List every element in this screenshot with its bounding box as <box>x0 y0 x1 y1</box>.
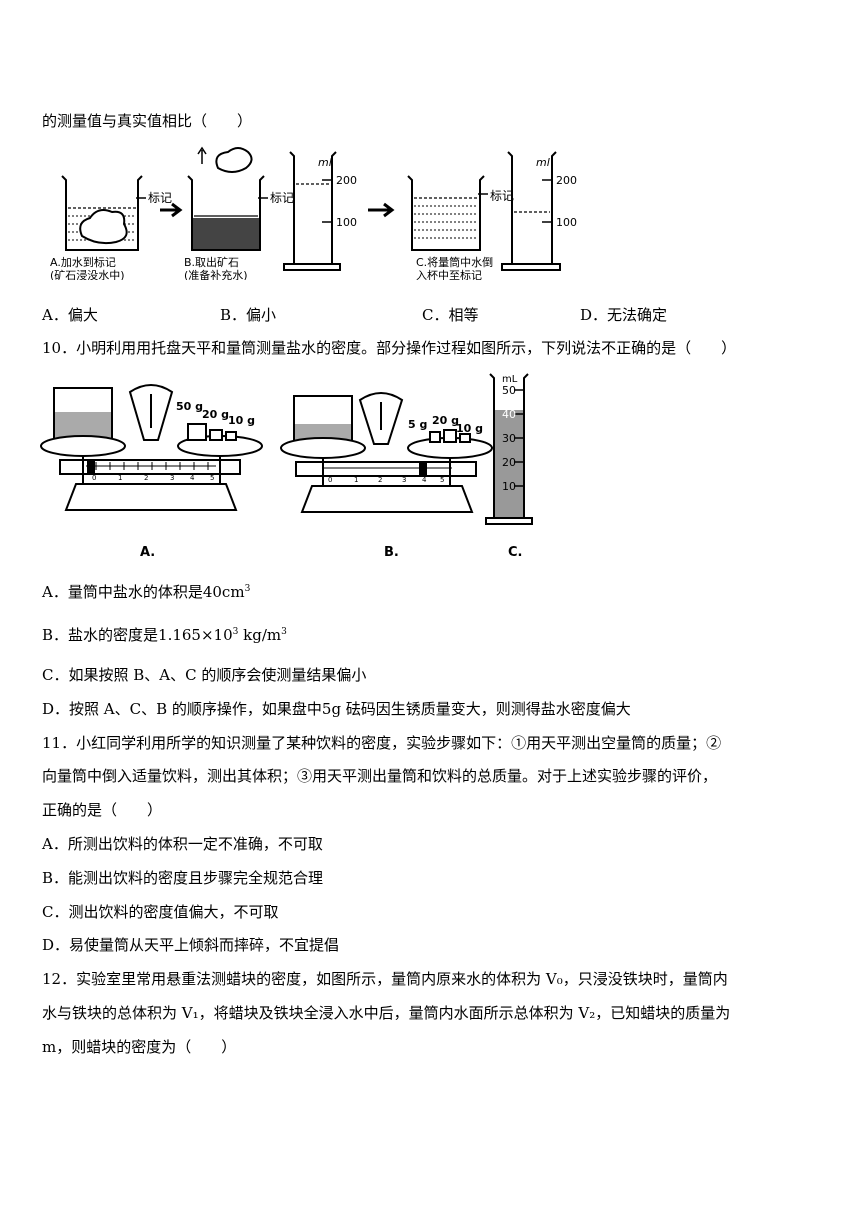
q10-option-b-unit-exp: 3 <box>281 627 287 637</box>
caption-a1: A.加水到标记 <box>50 255 116 269</box>
label-c: C. <box>508 545 522 560</box>
q10-option-b-value: 1.165×10 <box>158 626 233 644</box>
svg-text:3: 3 <box>170 474 174 482</box>
svg-text:0: 0 <box>328 476 332 484</box>
cyl2-tick-200: 200 <box>556 174 577 187</box>
a-weight-10: 10 g <box>228 414 255 427</box>
cylinder-2 <box>501 151 561 271</box>
cyl1-tick-200: 200 <box>336 174 357 187</box>
q10-option-a[interactable]: A．量筒中盐水的体积是40cm3 <box>42 581 250 602</box>
q11-stem-line1: 11．小红同学利用所学的知识测量了某种饮料的密度，实验步骤如下：①用天平测出空量… <box>42 734 722 752</box>
q11-option-a[interactable]: A．所测出饮料的体积一定不准确，不可取 <box>42 835 323 853</box>
q10-option-b-unit: kg/m <box>238 626 282 644</box>
q10-stem: 10．小明利用用托盘天平和量筒测量盐水的密度。部分操作过程如图所示，下列说法不正… <box>42 339 737 357</box>
q10-option-a-value: 40cm <box>202 583 245 601</box>
label-b: B. <box>384 545 399 560</box>
caption-c2: 入杯中至标记 <box>416 268 482 280</box>
q9-option-a[interactable]: A．偏大 <box>42 306 98 324</box>
svg-text:4: 4 <box>190 474 195 482</box>
cyl1-unit: ml <box>318 156 332 169</box>
svg-text:1: 1 <box>118 474 122 482</box>
svg-text:20: 20 <box>502 456 516 469</box>
svg-text:5: 5 <box>210 474 214 482</box>
cyl-c-ticks: 50 40 30 20 10 <box>502 384 516 493</box>
svg-text:50: 50 <box>502 384 516 397</box>
balance-b <box>280 392 493 513</box>
q10-option-d[interactable]: D．按照 A、C、B 的顺序操作，如果盘中5g 砝码因生锈质量变大，则测得盐水密… <box>42 700 631 718</box>
q9-option-c[interactable]: C．相等 <box>422 306 479 324</box>
cylinder-c <box>485 373 533 525</box>
a-weight-20: 20 g <box>202 408 229 421</box>
cyl1-tick-100: 100 <box>336 216 357 229</box>
svg-text:1: 1 <box>354 476 358 484</box>
q9-figure: 标记 A.加水到标记 (矿石浸没水中) 标记 B.取出矿石 (准备补充水) ml… <box>50 146 577 280</box>
svg-text:3: 3 <box>402 476 406 484</box>
q12-stem-line1: 12．实验室里常用悬重法测蜡块的密度，如图所示，量筒内原来水的体积为 V₀，只浸… <box>42 970 728 988</box>
label-a: A. <box>140 545 155 560</box>
q9-stem-tail: 的测量值与真实值相比（ ） <box>42 112 253 130</box>
caption-b1: B.取出矿石 <box>184 255 239 269</box>
caption-b2: (准备补充水) <box>184 268 248 280</box>
svg-text:10: 10 <box>502 480 516 493</box>
b-weight-10: 10 g <box>456 422 483 435</box>
arrow-1-icon <box>160 202 183 218</box>
a-scale-numbers: 0 1 2 3 4 5 <box>92 474 214 482</box>
q11-stem-line3: 正确的是（ ） <box>42 801 163 819</box>
q12-stem-line3: m，则蜡块的密度为（ ） <box>42 1038 237 1056</box>
svg-text:2: 2 <box>144 474 148 482</box>
q11-stem-line2: 向量筒中倒入适量饮料，测出其体积；③用天平测出量筒和饮料的总质量。对于上述实验步… <box>42 767 718 785</box>
beaker-c <box>407 175 488 251</box>
mark-label-c: 标记 <box>490 189 514 203</box>
q12-stem-line2: 水与铁块的总体积为 V₁，将蜡块及铁块全浸入水中后，量筒内水面所示总体积为 V₂… <box>42 1004 731 1022</box>
q10-option-a-text: A．量筒中盐水的体积是 <box>42 583 203 601</box>
q10-option-a-exp: 3 <box>244 584 251 594</box>
svg-text:4: 4 <box>422 476 427 484</box>
q11-option-c[interactable]: C．测出饮料的密度值偏大，不可取 <box>42 903 279 921</box>
b-weight-20: 20 g <box>432 414 459 427</box>
b-scale-numbers: 0 1 2 3 4 5 <box>328 476 444 484</box>
q11-option-b[interactable]: B．能测出饮料的密度且步骤完全规范合理 <box>42 869 324 887</box>
svg-text:40: 40 <box>502 408 516 421</box>
q11-option-d[interactable]: D．易使量筒从天平上倾斜而摔碎，不宜提倡 <box>42 936 340 954</box>
balance-a <box>40 384 263 511</box>
cyl-c-unit: mL <box>502 374 518 385</box>
q10-option-c[interactable]: C．如果按照 B、A、C 的顺序会使测量结果偏小 <box>42 666 367 684</box>
mark-label-b: 标记 <box>270 191 294 205</box>
svg-text:0: 0 <box>92 474 96 482</box>
q10-option-b-text: B．盐水的密度是 <box>42 626 159 644</box>
beaker-a <box>61 175 146 251</box>
mark-label-a: 标记 <box>148 191 172 205</box>
a-weight-50: 50 g <box>176 400 203 413</box>
svg-text:30: 30 <box>502 432 516 445</box>
caption-a2: (矿石浸没水中) <box>50 269 125 280</box>
b-weight-5: 5 g <box>408 418 427 431</box>
caption-c1: C.将量筒中水倒 <box>416 255 493 269</box>
cyl2-tick-100: 100 <box>556 216 577 229</box>
svg-text:2: 2 <box>378 476 382 484</box>
q9-option-d[interactable]: D．无法确定 <box>580 306 668 324</box>
arrow-2-icon <box>368 202 395 218</box>
q10-option-b[interactable]: B．盐水的密度是1.165×103 kg/m3 <box>42 624 287 645</box>
cyl2-unit: ml <box>536 156 550 169</box>
q10-option-b-exp: 3 <box>232 627 239 637</box>
beaker-b <box>187 146 268 251</box>
q10-figure: 50 g 20 g 10 g 0 1 2 3 4 5 A. 5 g 20 g 1… <box>40 373 533 560</box>
q9-option-b[interactable]: B．偏小 <box>220 306 277 324</box>
cylinder-1 <box>283 151 341 271</box>
svg-text:5: 5 <box>440 476 444 484</box>
